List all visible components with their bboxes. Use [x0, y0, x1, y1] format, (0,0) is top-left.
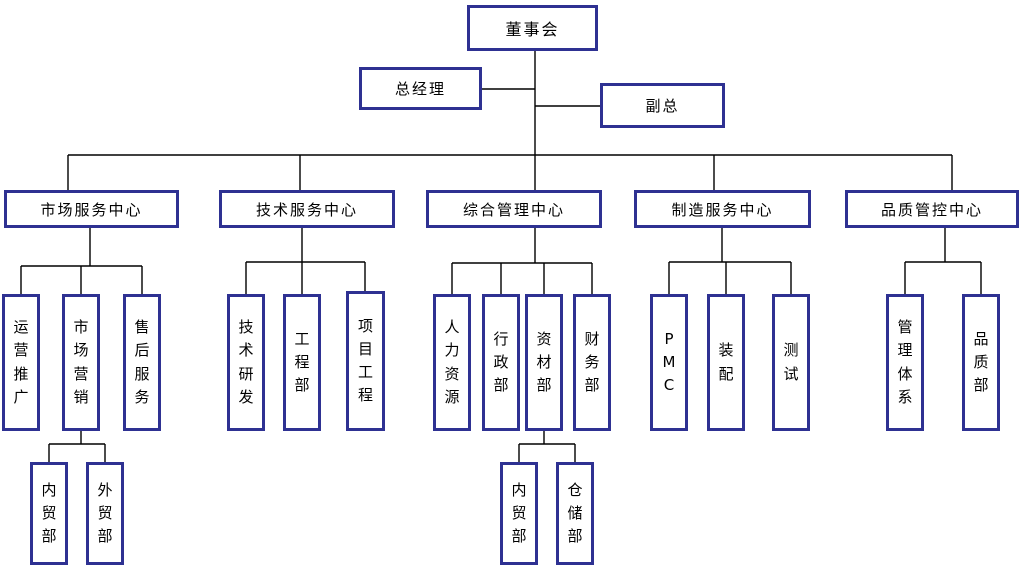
node-board: 董事会	[467, 5, 598, 51]
node-dept-project-engineering: 项 目 工 程	[346, 291, 385, 431]
node-dept-foreign-trade: 外 贸 部	[86, 462, 124, 565]
node-dept-domestic-trade-marketing: 内 贸 部	[30, 462, 68, 565]
node-center-manufacturing-service: 制造服务中心	[634, 190, 811, 228]
node-dept-warehouse: 仓 储 部	[556, 462, 594, 565]
node-dept-operations-promotion: 运 营 推 广	[2, 294, 40, 431]
node-dept-after-sales-service: 售 后 服 务	[123, 294, 161, 431]
node-general-manager: 总经理	[359, 67, 482, 110]
node-dept-management-system: 管 理 体 系	[886, 294, 924, 431]
node-center-marketing-service: 市场服务中心	[4, 190, 179, 228]
node-dept-marketing: 市 场 营 销	[62, 294, 100, 431]
node-dept-human-resources: 人 力 资 源	[433, 294, 471, 431]
node-dept-materials: 资 材 部	[525, 294, 563, 431]
node-dept-quality: 品 质 部	[962, 294, 1000, 431]
node-dept-domestic-trade-materials: 内 贸 部	[500, 462, 538, 565]
node-dept-testing: 测 试	[772, 294, 810, 431]
node-dept-assembly: 装 配	[707, 294, 745, 431]
node-dept-engineering: 工 程 部	[283, 294, 321, 431]
node-dept-pmc: P M C	[650, 294, 688, 431]
node-center-general-management: 综合管理中心	[426, 190, 602, 228]
node-dept-technical-rd: 技 术 研 发	[227, 294, 265, 431]
node-deputy-general-manager: 副总	[600, 83, 725, 128]
node-dept-administration: 行 政 部	[482, 294, 520, 431]
node-dept-finance: 财 务 部	[573, 294, 611, 431]
node-center-technical-service: 技术服务中心	[219, 190, 395, 228]
node-center-quality-control: 品质管控中心	[845, 190, 1019, 228]
